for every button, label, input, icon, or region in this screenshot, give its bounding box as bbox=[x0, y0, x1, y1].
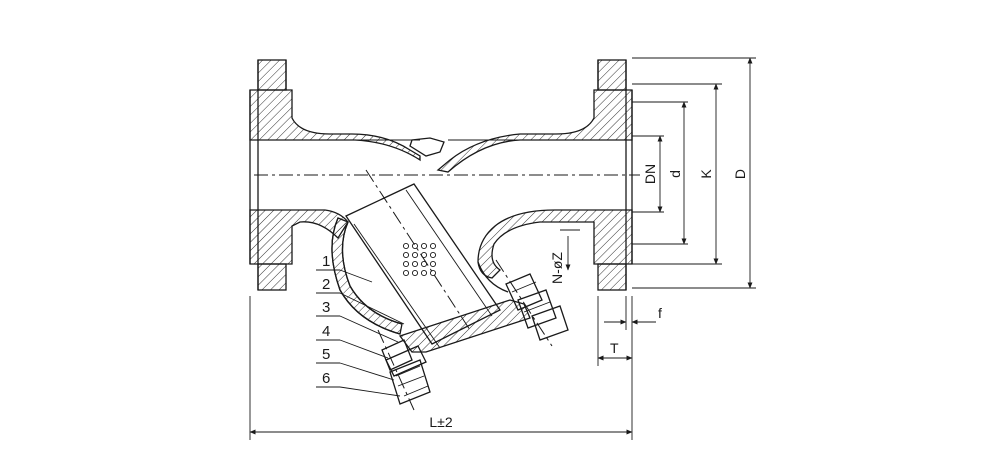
length-label: L±2 bbox=[429, 414, 452, 430]
part-label-6: 6 bbox=[322, 370, 330, 387]
left-bolt bbox=[377, 329, 431, 411]
part-label-2: 2 bbox=[322, 276, 330, 293]
part-label-5: 5 bbox=[322, 346, 330, 363]
screen-perforations bbox=[402, 242, 437, 277]
dimension-lines bbox=[249, 57, 756, 440]
part-label-3: 3 bbox=[322, 299, 330, 316]
f-label: f bbox=[658, 305, 662, 321]
d-label: d bbox=[667, 170, 683, 178]
bottom-cover bbox=[398, 299, 531, 353]
dn-label: DN bbox=[642, 164, 658, 184]
strainer-body bbox=[331, 217, 509, 335]
part-leaders bbox=[316, 269, 405, 397]
part-label-4: 4 bbox=[322, 323, 330, 340]
t-label: T bbox=[610, 340, 619, 356]
right-flange bbox=[436, 59, 633, 291]
bolt-hole-label: N-øZ bbox=[549, 252, 565, 284]
k-label: K bbox=[698, 169, 714, 179]
right-bolt bbox=[495, 259, 569, 347]
d-outer-label: D bbox=[732, 169, 748, 179]
part-label-1: 1 bbox=[322, 253, 330, 270]
